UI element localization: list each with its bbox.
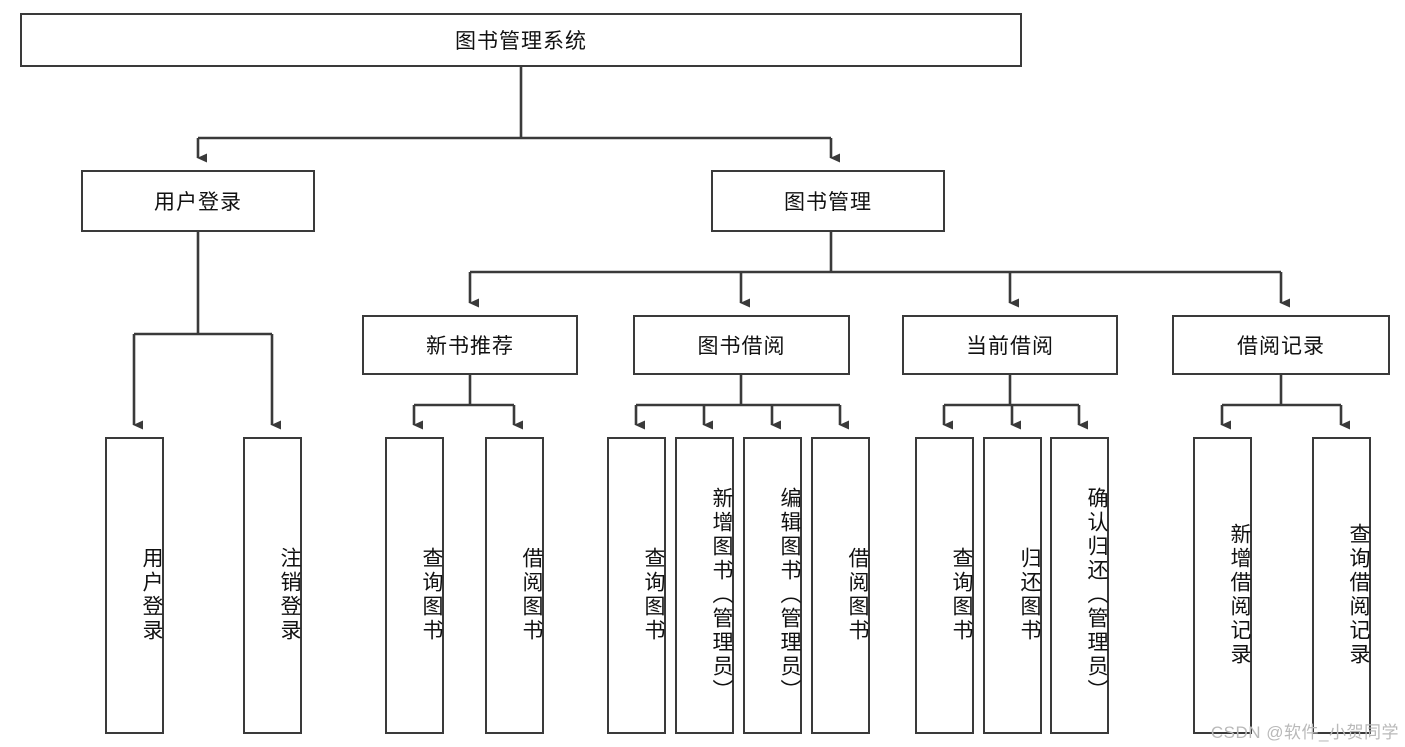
node-label: 图书管理系统 xyxy=(455,30,587,53)
leaf-borrow-record-query[interactable]: 查询借阅记录 xyxy=(1312,437,1371,734)
node-label: 借阅记录 xyxy=(1237,335,1325,358)
node-new-book-recommend[interactable]: 新书推荐 xyxy=(362,315,578,375)
node-label: 当前借阅 xyxy=(966,335,1054,358)
node-label: 查询图书 xyxy=(642,546,665,643)
node-label: 新书推荐 xyxy=(426,335,514,358)
node-label: 查询图书 xyxy=(950,546,973,643)
node-label: 新增图书（管理员） xyxy=(710,486,733,703)
leaf-current-borrow-query[interactable]: 查询图书 xyxy=(915,437,974,734)
watermark-text: CSDN @软件_小贺同学 xyxy=(1210,723,1399,742)
leaf-borrow-record-add[interactable]: 新增借阅记录 xyxy=(1193,437,1252,734)
node-label: 用户登录 xyxy=(154,191,242,214)
node-current-borrow[interactable]: 当前借阅 xyxy=(902,315,1118,375)
node-book-management[interactable]: 图书管理 xyxy=(711,170,945,232)
leaf-book-borrow-add-admin[interactable]: 新增图书（管理员） xyxy=(675,437,734,734)
leaf-new-book-query[interactable]: 查询图书 xyxy=(385,437,444,734)
node-label: 借阅图书 xyxy=(520,546,543,643)
leaf-book-borrow-borrow[interactable]: 借阅图书 xyxy=(811,437,870,734)
node-borrow-record[interactable]: 借阅记录 xyxy=(1172,315,1390,375)
node-label: 图书管理 xyxy=(784,191,872,214)
node-label: 查询借阅记录 xyxy=(1347,522,1370,667)
node-book-borrow[interactable]: 图书借阅 xyxy=(633,315,850,375)
leaf-book-borrow-edit-admin[interactable]: 编辑图书（管理员） xyxy=(743,437,802,734)
leaf-current-borrow-confirm-return-admin[interactable]: 确认归还（管理员） xyxy=(1050,437,1109,734)
node-label: 用户登录 xyxy=(140,546,163,643)
node-root-book-management-system[interactable]: 图书管理系统 xyxy=(20,13,1022,67)
node-label: 查询图书 xyxy=(420,546,443,643)
leaf-current-borrow-return[interactable]: 归还图书 xyxy=(983,437,1042,734)
node-label: 归还图书 xyxy=(1018,546,1041,643)
leaf-new-book-borrow[interactable]: 借阅图书 xyxy=(485,437,544,734)
node-user-login[interactable]: 用户登录 xyxy=(81,170,315,232)
node-label: 新增借阅记录 xyxy=(1228,522,1251,667)
leaf-user-login-login[interactable]: 用户登录 xyxy=(105,437,164,734)
node-label: 编辑图书（管理员） xyxy=(778,486,801,703)
leaf-book-borrow-query[interactable]: 查询图书 xyxy=(607,437,666,734)
node-label: 借阅图书 xyxy=(846,546,869,643)
leaf-user-login-logout[interactable]: 注销登录 xyxy=(243,437,302,734)
node-label: 图书借阅 xyxy=(697,335,786,358)
node-label: 注销登录 xyxy=(278,546,301,643)
node-label: 确认归还（管理员） xyxy=(1085,486,1108,703)
